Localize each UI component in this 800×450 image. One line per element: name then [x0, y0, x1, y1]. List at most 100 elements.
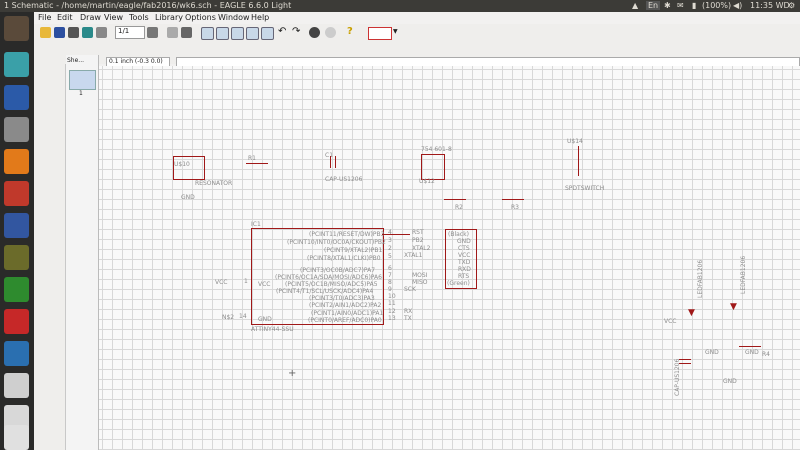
ic1-pin-pa0: (PCINT0/AREF/ADC0)PA0: [308, 317, 382, 324]
ftdi-pin: CTS: [458, 245, 470, 252]
mail-icon[interactable]: ✉: [677, 1, 684, 10]
r3-symbol[interactable]: [502, 199, 524, 200]
main-toolbar: 1/1 ↶ ↷ ? ▼: [34, 24, 800, 43]
c1-symbol[interactable]: [330, 156, 336, 168]
sheet-thumbnail[interactable]: [69, 70, 96, 90]
pin-1: 1: [244, 278, 248, 285]
app-icon-7[interactable]: [4, 341, 29, 366]
app-icon-4[interactable]: [4, 213, 29, 238]
c2-gnd: GND: [723, 378, 737, 385]
ic1-value: ATTINY44-SSU: [251, 326, 294, 333]
app-icon-5[interactable]: [4, 245, 29, 270]
board-icon[interactable]: [96, 27, 107, 38]
app-icon-2[interactable]: [4, 85, 29, 110]
sheet-page-number: 1: [79, 90, 83, 97]
c2-value: CAP-US1206: [674, 358, 681, 396]
pin-number: 9: [388, 286, 392, 293]
menu-library[interactable]: Library: [155, 13, 183, 22]
open-icon[interactable]: [40, 27, 51, 38]
script-icon[interactable]: [167, 27, 178, 38]
menu-draw[interactable]: Draw: [80, 13, 101, 22]
resonator-symbol[interactable]: [173, 156, 205, 180]
ic1-pin-pa2: (PCINT2/AIN1/ADC2)PA2: [309, 302, 382, 309]
u12-label: U$12: [419, 178, 435, 185]
ic1-symbol[interactable]: [251, 228, 384, 325]
volume-icon[interactable]: ◀): [733, 1, 743, 10]
help-icon[interactable]: ?: [347, 26, 353, 37]
chevron-down-icon[interactable]: ▼: [393, 28, 398, 35]
zoom-redraw-icon[interactable]: [246, 27, 259, 40]
design-link-icon[interactable]: [368, 27, 392, 40]
ic1-pin-pa5: (PCINT5/OC1B/MISO/ADC5)PA5: [285, 281, 378, 288]
ftdi-pin: (Black): [448, 231, 469, 238]
app-icon-3[interactable]: [4, 181, 29, 206]
net-xtal2: XTAL2: [412, 245, 431, 252]
net-pb2: PB2: [412, 237, 424, 244]
ftdi-pin: RXD: [458, 266, 471, 273]
vlc-icon[interactable]: [4, 149, 29, 174]
help-app-icon[interactable]: [4, 117, 29, 142]
stop-icon[interactable]: [309, 27, 320, 38]
ic1-pin-pa7: (PCINT3/OC0B/ADC7)PA7: [300, 267, 376, 274]
net-rst: RST: [412, 229, 424, 236]
go-icon[interactable]: [325, 27, 336, 38]
r2-symbol[interactable]: [444, 199, 466, 200]
ic1-pin-pa4: (PCINT4/T1/SCL/USCK/ADC4)PA4: [276, 288, 374, 295]
c1-value: CAP-US1206: [325, 176, 363, 183]
ic1-vcc-pin: VCC: [258, 281, 271, 288]
trash-icon[interactable]: [4, 425, 29, 450]
drive-icon-1[interactable]: [4, 373, 29, 398]
menu-tools[interactable]: Tools: [129, 13, 149, 22]
net-mosi: MOSI: [412, 272, 428, 279]
ftdi-pin: TXD: [458, 259, 471, 266]
sheet-select[interactable]: 1/1: [115, 26, 145, 39]
bluetooth-icon[interactable]: ✱: [664, 1, 671, 10]
net-tx: TX: [404, 315, 412, 322]
run-icon[interactable]: [181, 27, 192, 38]
cam-icon[interactable]: [82, 27, 93, 38]
undo-icon[interactable]: ↶: [278, 26, 287, 37]
clock[interactable]: 11:35 WD: [750, 1, 790, 10]
menu-view[interactable]: View: [104, 13, 123, 22]
menu-help[interactable]: Help: [251, 13, 270, 22]
print-icon[interactable]: [68, 27, 79, 38]
zoom-select-icon[interactable]: [261, 27, 274, 40]
gear-icon[interactable]: ⚙: [788, 1, 796, 10]
app-icon-1[interactable]: [4, 52, 29, 77]
pin-number: 3: [388, 237, 392, 244]
redo-icon[interactable]: ↷: [292, 26, 301, 37]
header-symbol[interactable]: [421, 154, 445, 180]
spdt-symbol[interactable]: [578, 146, 587, 176]
sheets-tab[interactable]: She...: [67, 57, 85, 64]
eagle-icon[interactable]: [4, 309, 29, 334]
pin-number: 13: [388, 315, 396, 322]
zoom-out-icon[interactable]: [231, 27, 244, 40]
zoom-in-icon[interactable]: [216, 27, 229, 40]
led1-symbol[interactable]: ▼: [688, 308, 695, 318]
led-vcc: VCC: [664, 318, 677, 325]
led2-symbol[interactable]: ▼: [730, 302, 737, 312]
menu-edit[interactable]: Edit: [57, 13, 73, 22]
ftdi-connector-symbol[interactable]: [445, 229, 477, 289]
resonator-value: RESONATOR: [195, 180, 233, 187]
zoom-fit-icon[interactable]: [201, 27, 214, 40]
c2-symbol[interactable]: [679, 359, 691, 364]
ftdi-pin: VCC: [458, 252, 471, 259]
menu-file[interactable]: File: [38, 13, 52, 22]
schematic-canvas[interactable]: U$10 RESONATOR GND R1 C1 CAP-US1206 754 …: [99, 66, 800, 450]
battery-icon[interactable]: ▮: [692, 1, 697, 10]
r2-label: R2: [455, 204, 463, 211]
net-xtal1: XTAL1: [404, 252, 423, 259]
ic1-pin-pb2: (PCINT10/INT0/OC0A/CKOUT)PB2: [287, 239, 386, 246]
r1-symbol[interactable]: [246, 163, 268, 167]
dash-icon[interactable]: [4, 16, 29, 41]
network-icon[interactable]: ▲: [632, 1, 639, 10]
app-icon-6[interactable]: [4, 277, 29, 302]
menu-window[interactable]: Window: [218, 13, 250, 22]
pin-number: 6: [388, 265, 392, 272]
keyboard-indicator[interactable]: En: [646, 1, 661, 10]
use-icon[interactable]: [147, 27, 158, 38]
r4-symbol[interactable]: [739, 346, 761, 347]
menu-options[interactable]: Options: [185, 13, 216, 22]
save-icon[interactable]: [54, 27, 65, 38]
